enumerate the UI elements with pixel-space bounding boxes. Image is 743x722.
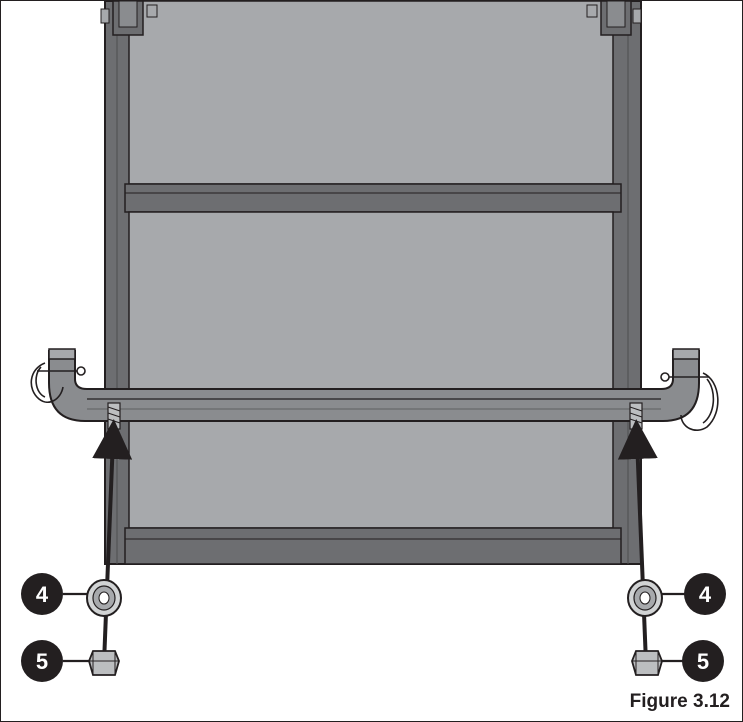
callout-label: 4	[36, 582, 49, 607]
stabilizer-bar	[30, 348, 719, 431]
washer-left	[86, 579, 122, 617]
callout-washer-right: 4	[684, 573, 726, 615]
cross-member-lower	[124, 527, 622, 565]
assembly-arrow-right	[617, 419, 658, 664]
hitch-pin-left	[30, 362, 86, 403]
washer-right	[627, 579, 663, 617]
callout-nut-right: 5	[682, 640, 724, 682]
callout-label: 5	[697, 649, 709, 674]
cross-member-upper	[124, 183, 622, 213]
top-bracket-left	[100, 1, 158, 36]
top-bracket-right	[586, 1, 642, 36]
frame-assembly	[100, 1, 642, 565]
figure-caption: Figure 3.12	[629, 691, 730, 712]
panel-upper	[128, 1, 614, 185]
threaded-stud-right	[629, 402, 643, 430]
threaded-stud-left	[107, 402, 121, 430]
callout-label: 5	[36, 649, 48, 674]
nut-right	[631, 650, 663, 676]
callout-label: 4	[699, 582, 712, 607]
nut-left	[88, 650, 120, 676]
hitch-pin-right	[660, 372, 719, 431]
callout-nut-left: 5	[21, 640, 63, 682]
callout-washer-left: 4	[21, 573, 63, 615]
panel-middle	[128, 211, 614, 529]
assembly-arrow-left	[92, 419, 133, 664]
